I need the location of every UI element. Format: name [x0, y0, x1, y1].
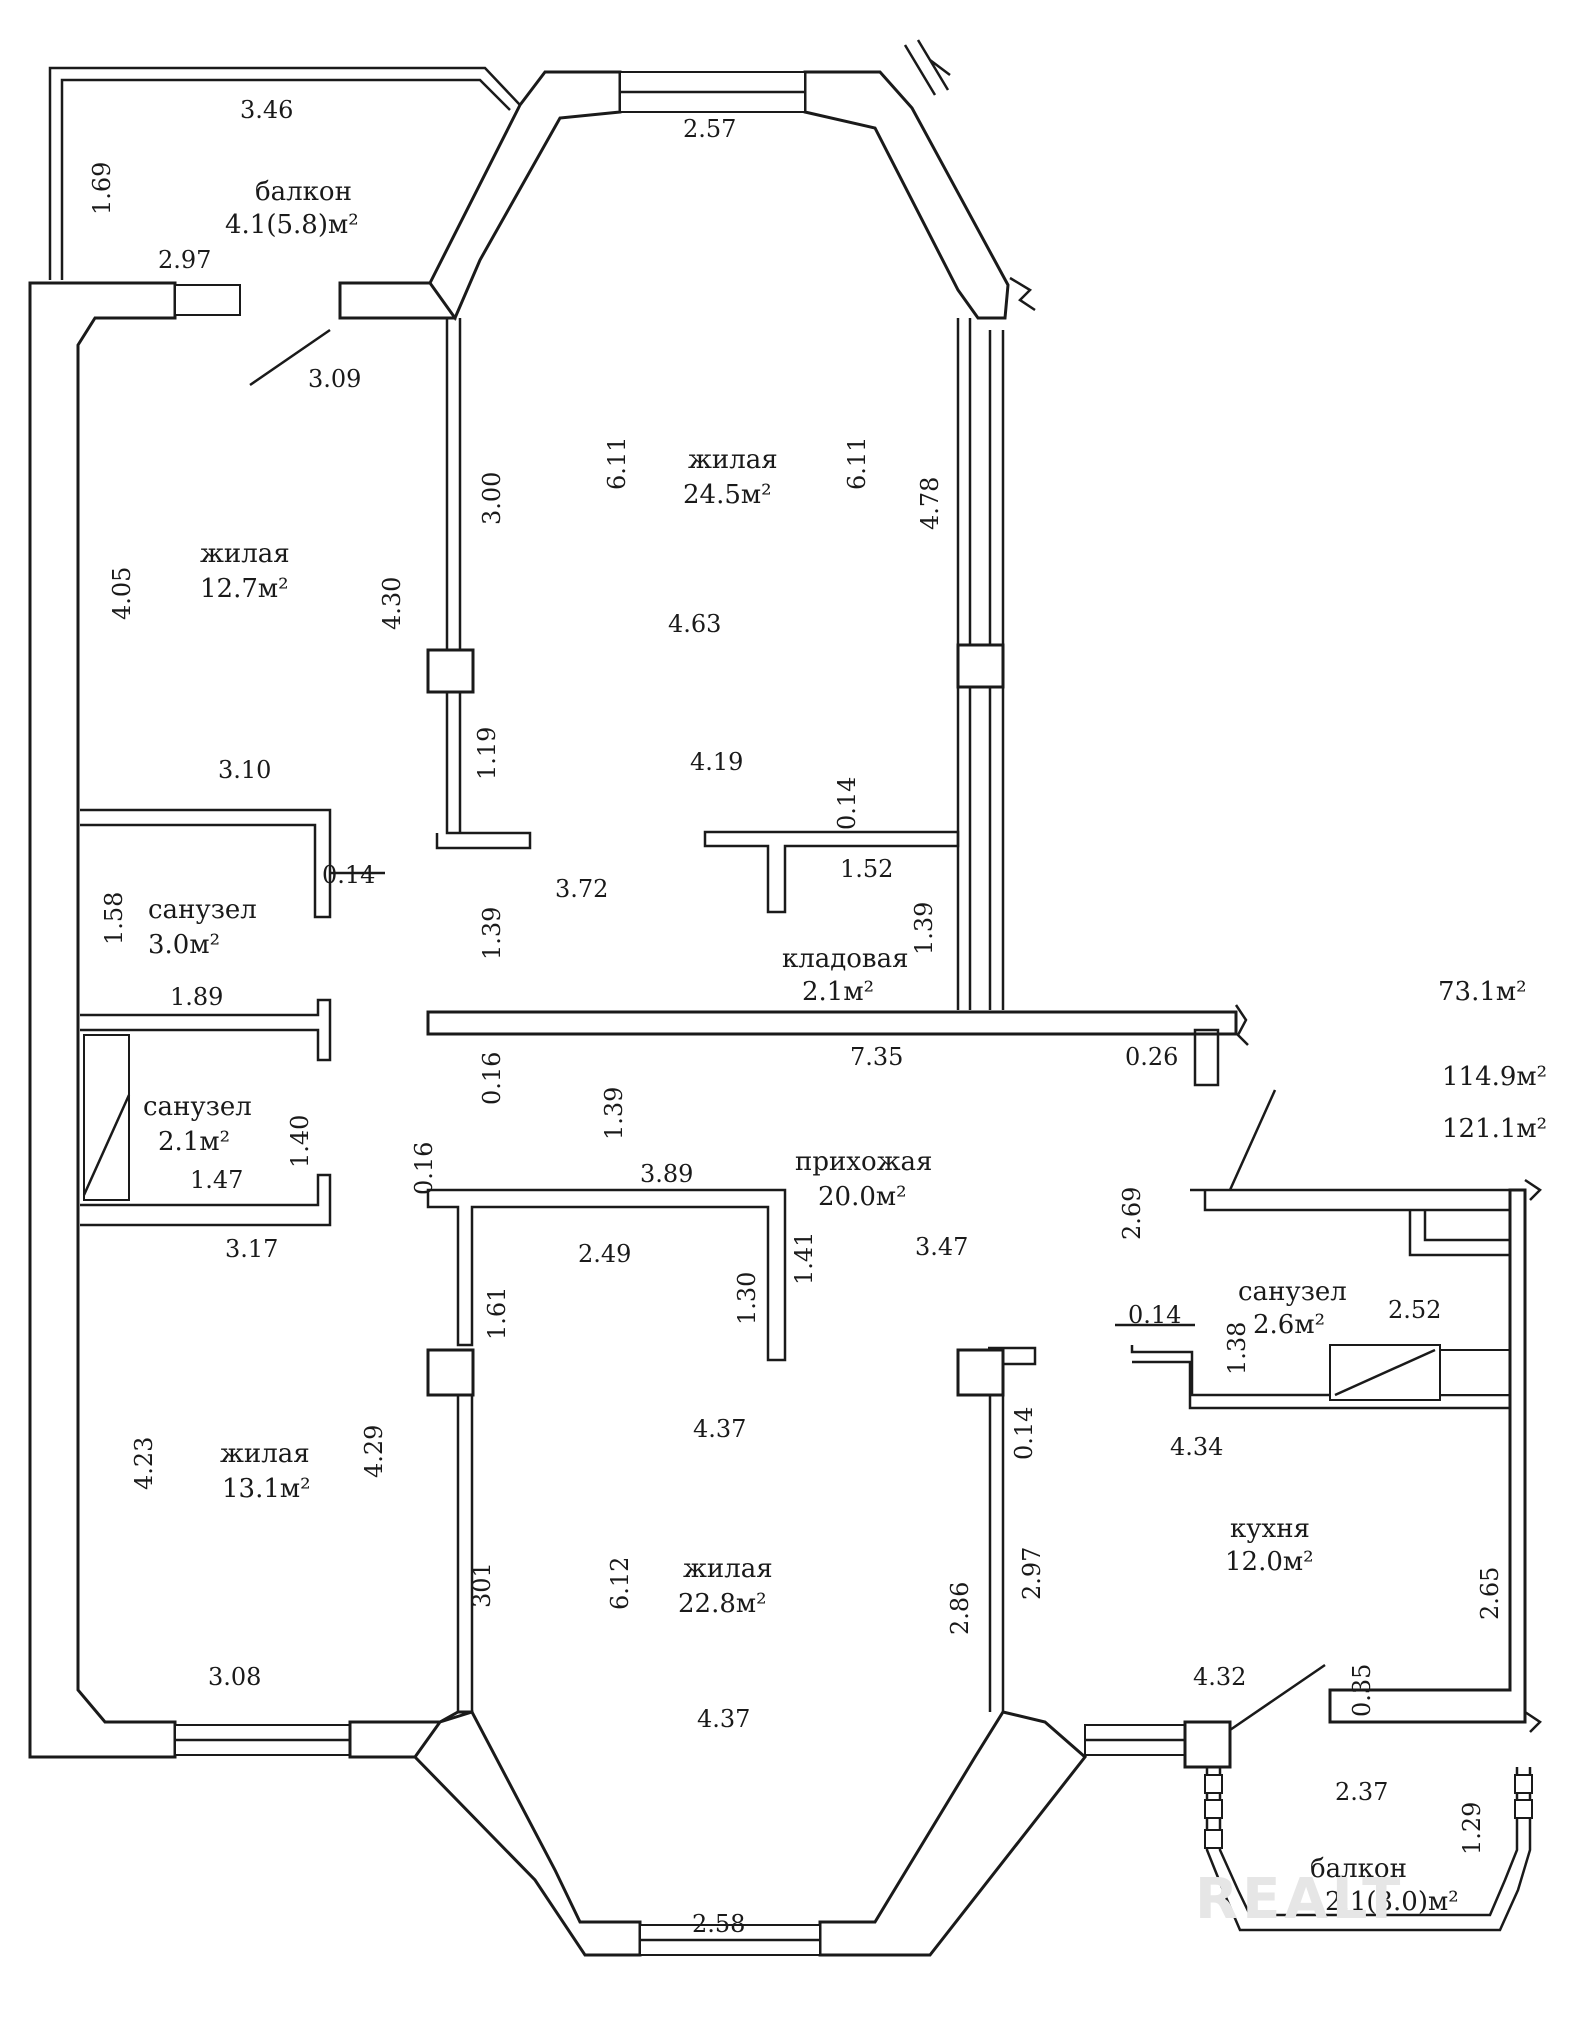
- dimension: 2.58: [692, 1910, 745, 1938]
- balcony-bottom-name: балкон: [1310, 1854, 1407, 1884]
- balcony-top-name: балкон: [255, 177, 352, 207]
- dimension: 1.41: [790, 1232, 818, 1285]
- dimension: 1.39: [910, 902, 938, 955]
- bath-2-name: санузел: [143, 1092, 252, 1122]
- living-bottom-left-name: жилая: [220, 1439, 310, 1469]
- dimension: 301: [468, 1562, 496, 1608]
- dimension: 1.39: [478, 907, 506, 960]
- total-area-1: 73.1м²: [1438, 977, 1527, 1007]
- dimension: 0.35: [1348, 1664, 1376, 1717]
- dimension: 7.35: [850, 1043, 903, 1071]
- dimension: 1.39: [600, 1087, 628, 1140]
- dimension: 3.47: [915, 1233, 968, 1261]
- dimension: 0.14: [833, 777, 861, 830]
- dimension: 1.69: [88, 162, 116, 215]
- dimension: 3.17: [225, 1235, 278, 1263]
- dimension: 4.34: [1170, 1433, 1223, 1461]
- living-top-center-area: 24.5м²: [683, 480, 772, 510]
- dimension: 4.78: [916, 477, 944, 530]
- dimension: 2.65: [1476, 1567, 1504, 1620]
- dimension: 4.37: [697, 1705, 750, 1733]
- dimension: 0.14: [1010, 1407, 1038, 1460]
- dimension: 2.52: [1388, 1296, 1441, 1324]
- balcony-bottom-area: 2.1(3.0)м²: [1325, 1887, 1459, 1917]
- dimension: 4.32: [1193, 1663, 1246, 1691]
- dimension: 4.63: [668, 610, 721, 638]
- dimension: 0.14: [1128, 1301, 1181, 1329]
- dimension: 0.14: [322, 861, 375, 889]
- dimension: 4.19: [690, 748, 743, 776]
- bath-3-area: 2.6м²: [1253, 1310, 1325, 1340]
- dimension: 2.57: [683, 115, 736, 143]
- area-totals: 73.1м² 114.9м² 121.1м²: [1438, 977, 1547, 1144]
- hall-area: 20.0м²: [818, 1182, 907, 1212]
- living-bottom-left-area: 13.1м²: [222, 1474, 311, 1504]
- bath-1-area: 3.0м²: [148, 930, 220, 960]
- dimension: 3.08: [208, 1663, 261, 1691]
- dimension: 6.12: [606, 1557, 634, 1610]
- hall-name: прихожая: [795, 1147, 932, 1177]
- dimension: 2.37: [1335, 1778, 1388, 1806]
- living-top-center-name: жилая: [688, 445, 778, 475]
- living-top-left-name: жилая: [200, 539, 290, 569]
- dimension: 3.10: [218, 756, 271, 784]
- dimension: 1.40: [286, 1115, 314, 1168]
- dimension: 3.00: [478, 472, 506, 525]
- living-top-left-area: 12.7м²: [200, 574, 289, 604]
- dimension: 3.89: [640, 1160, 693, 1188]
- dimension: 3.09: [308, 365, 361, 393]
- dimension: 2.69: [1118, 1187, 1146, 1240]
- dimension: 4.05: [108, 567, 136, 620]
- bath-2-area: 2.1м²: [158, 1127, 230, 1157]
- dimension: 1.19: [473, 727, 501, 780]
- balcony-top-area: 4.1(5.8)м²: [225, 210, 359, 240]
- total-area-2: 114.9м²: [1442, 1062, 1547, 1092]
- dimension-labels: 3.46 1.69 2.97 3.09 2.57 3.00 6.11 6.11 …: [88, 96, 1504, 1938]
- bath-1-name: санузел: [148, 895, 257, 925]
- walls: [28, 39, 1542, 1957]
- room-labels: балкон 4.1(5.8)м² жилая 12.7м² жилая 24.…: [143, 177, 1459, 1917]
- dimension: 1.89: [170, 983, 223, 1011]
- dimension: 1.47: [190, 1166, 243, 1194]
- dimension: 4.23: [130, 1437, 158, 1490]
- living-bottom-center-area: 22.8м²: [678, 1589, 767, 1619]
- dimension: 4.37: [693, 1415, 746, 1443]
- dimension: 6.11: [843, 437, 871, 490]
- storage-name: кладовая: [782, 944, 908, 974]
- dimension: 3.72: [555, 875, 608, 903]
- dimension: 3.46: [240, 96, 293, 124]
- dimension: 2.49: [578, 1240, 631, 1268]
- dimension: 1.52: [840, 855, 893, 883]
- dimension: 2.86: [946, 1582, 974, 1635]
- dimension: 6.11: [603, 437, 631, 490]
- living-bottom-center-name: жилая: [683, 1554, 773, 1584]
- dimension: 0.16: [478, 1052, 506, 1105]
- dimension: 1.61: [483, 1287, 511, 1340]
- dimension: 4.29: [360, 1425, 388, 1478]
- kitchen-area: 12.0м²: [1225, 1547, 1314, 1577]
- kitchen-name: кухня: [1230, 1514, 1310, 1544]
- dimension: 0.16: [410, 1142, 438, 1195]
- bath-3-name: санузел: [1238, 1277, 1347, 1307]
- dimension: 2.97: [1018, 1547, 1046, 1600]
- dimension: 2.97: [158, 246, 211, 274]
- dimension: 0.26: [1125, 1043, 1178, 1071]
- storage-area: 2.1м²: [802, 977, 874, 1007]
- total-area-3: 121.1м²: [1442, 1114, 1547, 1144]
- dimension: 4.30: [378, 577, 406, 630]
- dimension: 1.29: [1458, 1802, 1486, 1855]
- dimension: 1.30: [733, 1272, 761, 1325]
- dimension: 1.38: [1223, 1322, 1251, 1375]
- dimension: 1.58: [100, 892, 128, 945]
- watermark-logo: REALT: [1195, 1867, 1404, 1932]
